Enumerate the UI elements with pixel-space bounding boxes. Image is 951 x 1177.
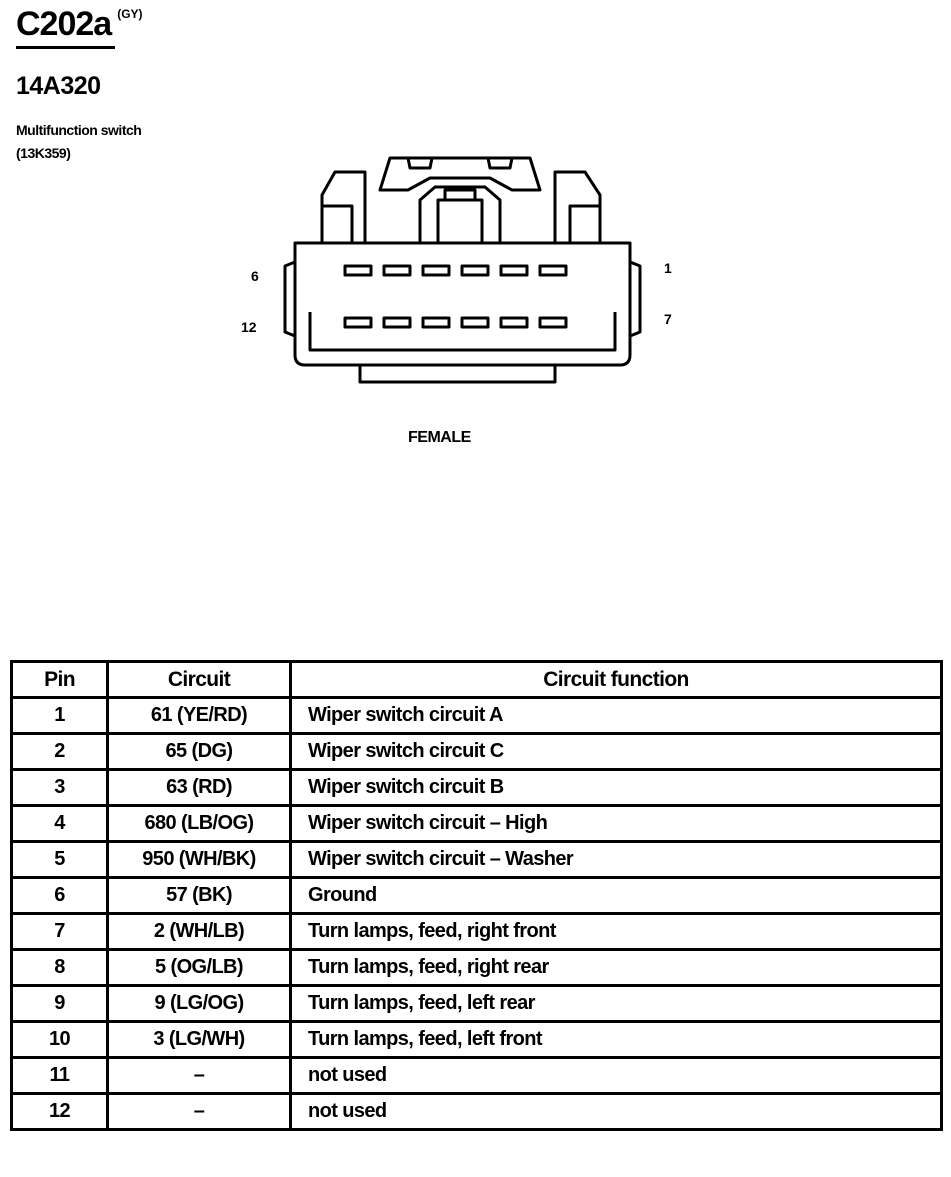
table-row: 7 2 (WH/LB) Turn lamps, feed, right fron… [10,912,943,951]
table-row: 2 65 (DG) Wiper switch circuit C [10,732,943,771]
table-row: 3 63 (RD) Wiper switch circuit B [10,768,943,807]
table-row: 12 – not used [10,1092,943,1131]
pin-number: 1 [10,696,109,735]
circuit-function: Wiper switch circuit – Washer [289,840,943,879]
pin-row-bottom [343,316,568,329]
pin-row-top [343,264,568,277]
circuit-function: Wiper switch circuit B [289,768,943,807]
pin-circuit-table: Pin Circuit Circuit function 1 61 (YE/RD… [10,660,943,1131]
pin-cavity [382,264,412,277]
circuit-code: – [106,1092,292,1131]
connector-color: (GY) [117,7,143,21]
pin-cavity [343,264,373,277]
pin-number: 2 [10,732,109,771]
circuit-code: 680 (LB/OG) [106,804,292,843]
connector-inner-cavity [308,312,617,352]
pin-cavity [538,316,568,329]
pin-cavity [421,264,451,277]
table-row: 6 57 (BK) Ground [10,876,943,915]
connector-left-latch [320,170,367,243]
pin-number: 7 [10,912,109,951]
circuit-code: 57 (BK) [106,876,292,915]
circuit-function: Wiper switch circuit – High [289,804,943,843]
header-pin: Pin [10,660,109,699]
circuit-function: Wiper switch circuit A [289,696,943,735]
connector-id: C202a [16,4,116,49]
circuit-function: Wiper switch circuit C [289,732,943,771]
connector-bottom-tab [358,365,557,384]
pin-cavity [343,316,373,329]
pin-cavity [460,316,490,329]
pin-label-bottom-left: 12 [241,319,257,335]
circuit-code: 5 (OG/LB) [106,948,292,987]
pin-number: 10 [10,1020,109,1059]
pin-cavity [421,316,451,329]
circuit-function: Turn lamps, feed, left rear [289,984,943,1023]
table-row: 8 5 (OG/LB) Turn lamps, feed, right rear [10,948,943,987]
circuit-code: 9 (LG/OG) [106,984,292,1023]
table-header-row: Pin Circuit Circuit function [10,660,943,699]
pin-label-bottom-right: 7 [664,311,672,327]
component-part-number: (13K359) [16,145,71,161]
connector-left-bump [283,260,296,338]
pin-number: 8 [10,948,109,987]
pin-cavity [460,264,490,277]
component-name: Multifunction switch [16,122,142,138]
pin-cavity [499,264,529,277]
connector-right-latch-inner [568,204,600,243]
circuit-function: Turn lamps, feed, right rear [289,948,943,987]
pin-number: 5 [10,840,109,879]
circuit-code: 3 (LG/WH) [106,1020,292,1059]
circuit-function: Turn lamps, feed, left front [289,1020,943,1059]
pin-number: 3 [10,768,109,807]
circuit-code: 950 (WH/BK) [106,840,292,879]
pin-cavity [499,316,529,329]
table-row: 5 950 (WH/BK) Wiper switch circuit – Was… [10,840,943,879]
connector-right-latch [553,170,602,243]
circuit-function: not used [289,1056,943,1095]
pin-number: 11 [10,1056,109,1095]
pin-number: 6 [10,876,109,915]
table-row: 10 3 (LG/WH) Turn lamps, feed, left fron… [10,1020,943,1059]
pin-number: 4 [10,804,109,843]
pin-cavity [382,316,412,329]
circuit-function: not used [289,1092,943,1131]
circuit-code: 61 (YE/RD) [106,696,292,735]
connector-left-latch-inner [322,204,354,243]
circuit-function: Turn lamps, feed, right front [289,912,943,951]
pin-cavity [538,264,568,277]
connector-lock-notches [406,157,514,170]
table-row: 4 680 (LB/OG) Wiper switch circuit – Hig… [10,804,943,843]
connector-right-bump [629,260,642,338]
pin-label-top-left: 6 [251,268,259,284]
circuit-code: 2 (WH/LB) [106,912,292,951]
connector-face-diagram [283,156,642,384]
pin-number: 9 [10,984,109,1023]
part-number: 14A320 [16,72,101,100]
connector-gender-label: FEMALE [408,429,471,446]
table-row: 11 – not used [10,1056,943,1095]
circuit-function: Ground [289,876,943,915]
connector-body-outline [293,241,632,367]
connector-lock-top [378,156,542,192]
table-row: 1 61 (YE/RD) Wiper switch circuit A [10,696,943,735]
connector-title: C202a (GY) [16,4,143,49]
circuit-code: 65 (DG) [106,732,292,771]
header-circuit-function: Circuit function [289,660,943,699]
circuit-code: – [106,1056,292,1095]
pin-number: 12 [10,1092,109,1131]
connector-lock-posts [418,185,502,243]
table-row: 9 9 (LG/OG) Turn lamps, feed, left rear [10,984,943,1023]
circuit-code: 63 (RD) [106,768,292,807]
pin-label-top-right: 1 [664,260,672,276]
header-circuit: Circuit [106,660,292,699]
